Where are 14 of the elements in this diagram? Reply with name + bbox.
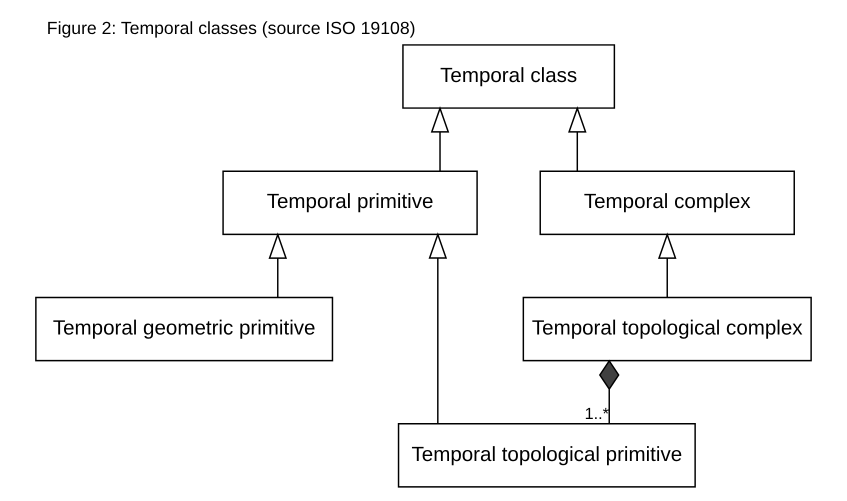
node-box: Temporal complex: [540, 170, 795, 236]
arrow: [568, 106, 587, 171]
arrow: [430, 106, 450, 171]
node-box: Temporal primitive: [222, 170, 478, 236]
node-box: Temporal geometric primitive: [35, 296, 334, 362]
diagram-title: Figure 2: Temporal classes (source ISO 19108): [46, 18, 416, 38]
arrow: [428, 232, 448, 424]
node-box: Temporal topological complex: [522, 296, 812, 362]
arrow: [658, 232, 676, 298]
arrow: [268, 232, 288, 298]
connector: [598, 360, 620, 424]
node-box: Temporal class: [402, 44, 616, 109]
node-box: Temporal topological primitive: [398, 423, 696, 488]
edge-label: 1..*: [584, 405, 609, 424]
